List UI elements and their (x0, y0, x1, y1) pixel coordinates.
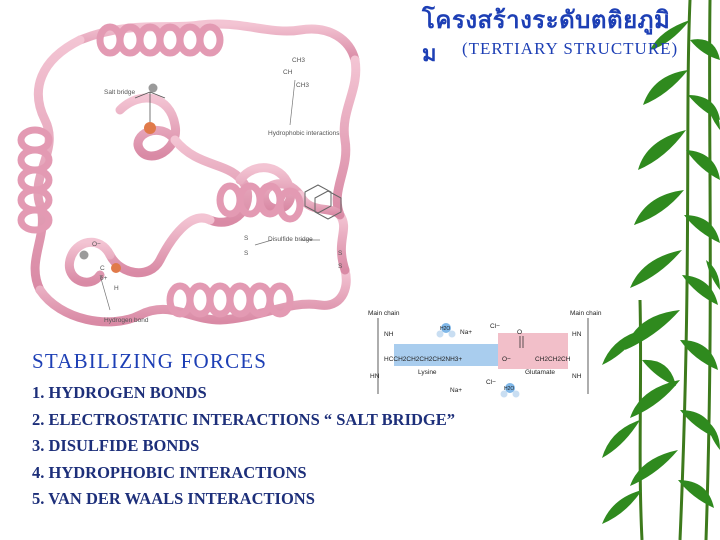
ribbon-backbone (35, 24, 356, 322)
label-o-minus: O− (92, 241, 101, 248)
title-english: (TERTIARY STRUCTURE) (462, 39, 678, 59)
label-ch-a: CH (283, 69, 293, 76)
label-s4: S (338, 263, 343, 270)
list-item: 3. DISULFIDE BONDS (32, 433, 455, 460)
label-ch3-a: CH3 (292, 57, 305, 64)
helix-top (100, 27, 220, 53)
glutamate-label: Glutamate (525, 369, 555, 376)
title-thai-continuation: ม (422, 36, 437, 71)
glutamate-box (498, 333, 568, 369)
o-top: O (517, 329, 522, 336)
list-item: 5. VAN DER WAALS INTERACTIONS (32, 486, 455, 513)
list-item: 1. HYDROGEN BONDS (32, 380, 455, 407)
oxygen-atom (149, 84, 158, 93)
label-hydrogen-bond: Hydrogen bond (104, 317, 149, 324)
lysine-chain: HCCH2CH2CH2CH2NH3+ (384, 356, 462, 363)
h2o-top: H2O (440, 326, 450, 332)
label-salt-bridge: Salt bridge (104, 89, 135, 96)
label-h: H (114, 285, 119, 292)
nitrogen-atom (144, 122, 156, 134)
forces-list: 1. HYDROGEN BONDS 2. ELECTROSTATIC INTER… (32, 380, 455, 513)
na-top: Na+ (460, 329, 472, 336)
salt-oxygen-left (80, 251, 89, 260)
hn-left: HN (370, 373, 380, 380)
cl-top: Cl− (490, 323, 500, 330)
label-c: C (100, 265, 105, 272)
water-bottom: H2O (501, 383, 520, 398)
helix-bottom (170, 286, 290, 314)
label-s3: S (338, 250, 343, 257)
bamboo-decoration (580, 0, 720, 540)
h2o-bottom: H2O (504, 386, 514, 392)
lysine-label: Lysine (418, 369, 437, 376)
list-item: 2. ELECTROSTATIC INTERACTIONS “ SALT BRI… (32, 407, 455, 434)
label-disulfide: Disulfide bridge (268, 236, 313, 243)
glutamate-chain: CH2CH2CH (535, 356, 571, 363)
main-chain-left: Main chain (368, 310, 400, 317)
label-s2: S (244, 250, 249, 257)
label-hydrophobic: Hydrophobic interactions (268, 130, 340, 137)
label-s1: S (244, 235, 249, 242)
water-top: H2O (437, 323, 456, 338)
hbond-atom (111, 263, 121, 273)
list-item: 4. HYDROPHOBIC INTERACTIONS (32, 460, 455, 487)
title-thai: โครงสร้างระดับตติยภูมิ (422, 0, 670, 39)
label-ch3-b: CH3 (296, 82, 309, 89)
nh-left: NH (384, 331, 394, 338)
label-delta: δ+ (100, 275, 108, 282)
salt-bridge-annotation (135, 92, 165, 122)
stabilizing-forces-heading: STABILIZING FORCES (32, 349, 267, 374)
bamboo-leaves (602, 20, 720, 524)
cl-bottom: Cl− (486, 379, 496, 386)
o-minus: O− (502, 356, 511, 363)
